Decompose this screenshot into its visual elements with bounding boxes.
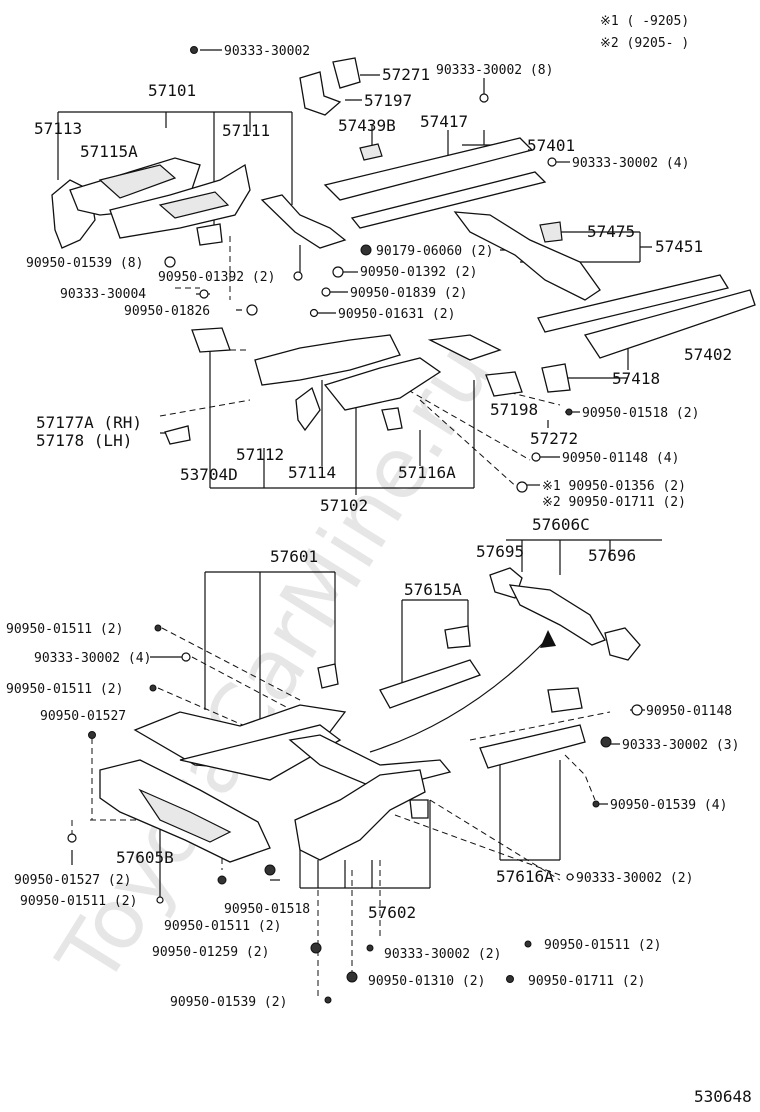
- label-90950-01539-2: 90950-01539 (2): [170, 995, 287, 1010]
- label-57401: 57401: [527, 136, 575, 155]
- dashed-lines-lower: [71, 627, 611, 1000]
- part-57616a-member: [479, 687, 586, 769]
- label-57602: 57602: [368, 903, 416, 922]
- label-90950-01511-b: 90950-01511 (2): [6, 682, 123, 697]
- notes: ※1 ( -9205) ※2 (9205- ): [600, 14, 689, 51]
- part-57116a-member: [323, 357, 442, 431]
- label-90950-01539-4: 90950-01539 (4): [610, 798, 727, 813]
- part-57439b-clip: [359, 143, 383, 161]
- label-90333-30002-4a: 90333-30002 (4): [572, 156, 689, 171]
- label-57113: 57113: [34, 119, 82, 138]
- label-57402: 57402: [684, 345, 732, 364]
- label-57272: 57272: [530, 429, 578, 448]
- note-2: ※2 (9205- ): [600, 36, 689, 51]
- label-90950-01839: 90950-01839 (2): [350, 286, 467, 301]
- part-57402-rocker-outer: [537, 274, 730, 333]
- label-57114: 57114: [288, 463, 336, 482]
- label-57111: 57111: [222, 121, 270, 140]
- label-90950-01518-2: 90950-01518 (2): [582, 406, 699, 421]
- part-57112-rear-side-member: [254, 334, 401, 386]
- label-57475: 57475: [587, 222, 635, 241]
- label-90950-01711a: ※2 90950-01711 (2): [542, 495, 686, 510]
- part-57602-floor-member: [294, 769, 429, 861]
- label-90950-01518-b: 90950-01518: [224, 902, 310, 917]
- label-90950-01392-2a: 90950-01392 (2): [158, 270, 275, 285]
- label-90333-30002-2a: 90333-30002 (2): [576, 871, 693, 886]
- label-90950-01631: 90950-01631 (2): [338, 307, 455, 322]
- arrow-indicator: [369, 630, 556, 753]
- label-53704d: 53704D: [180, 465, 238, 484]
- label-57601: 57601: [270, 547, 318, 566]
- label-57417: 57417: [420, 112, 468, 131]
- part-upper-panel-right: [427, 334, 502, 361]
- part-57115a-apron-member: [109, 163, 251, 246]
- label-57115a: 57115A: [80, 142, 138, 161]
- part-53704d-bracket: [191, 327, 231, 353]
- part-57605b-floor-pan: [99, 759, 271, 863]
- label-90950-01826: 90950-01826: [124, 304, 210, 319]
- label-57271: 57271: [382, 65, 430, 84]
- label-57606c: 57606C: [532, 515, 590, 534]
- label-90950-01539-8: 90950-01539 (8): [26, 256, 143, 271]
- label-57615a: 57615A: [404, 580, 462, 599]
- part-57114-plate: [295, 386, 321, 432]
- part-57111-member-extension: [260, 194, 347, 249]
- label-90950-01511-e: 90950-01511 (2): [544, 938, 661, 953]
- label-90333-30002-4b: 90333-30002 (4): [34, 651, 151, 666]
- label-90950-01392-2b: 90950-01392 (2): [360, 265, 477, 280]
- part-57197-bracket: [299, 71, 342, 116]
- label-90950-01310: 90950-01310 (2): [368, 974, 485, 989]
- label-57418: 57418: [612, 369, 660, 388]
- label-90950-01527-2: 90950-01527 (2): [14, 873, 131, 888]
- label-90950-01148-b: 90950-01148: [646, 704, 732, 719]
- label-90950-01511-a: 90950-01511 (2): [6, 622, 123, 637]
- label-57695: 57695: [476, 542, 524, 561]
- label-57439b: 57439B: [338, 116, 396, 135]
- part-57198-bracket: [485, 371, 523, 397]
- label-90950-01711-b: 90950-01711 (2): [528, 974, 645, 989]
- label-57198: 57198: [490, 400, 538, 419]
- label-57197: 57197: [364, 91, 412, 110]
- diagram-number: 530648: [694, 1087, 752, 1106]
- label-57102: 57102: [320, 496, 368, 515]
- part-57271-bracket: [332, 57, 361, 89]
- label-57178: 57178 (LH): [36, 431, 132, 450]
- part-57606c-crossmember: [508, 584, 606, 646]
- label-57116a: 57116A: [398, 463, 456, 482]
- label-90950-01148-4: 90950-01148 (4): [562, 451, 679, 466]
- label-57177a: 57177A (RH): [36, 413, 142, 432]
- part-labels: 90333-30002 57271 90333-30002 (8) 57101 …: [6, 44, 752, 1106]
- fasteners-lower: [67, 624, 643, 1004]
- label-90950-01511-c: 90950-01511 (2): [20, 894, 137, 909]
- label-90333-30002-8: 90333-30002 (8): [436, 63, 553, 78]
- label-57696: 57696: [588, 546, 636, 565]
- label-90333-30002-3: 90333-30002 (3): [622, 738, 739, 753]
- part-57615a-reinf: [379, 625, 481, 709]
- label-90950-01511-d: 90950-01511 (2): [164, 919, 281, 934]
- label-57101: 57101: [148, 81, 196, 100]
- part-57417-rocker-inner: [323, 137, 534, 201]
- part-57418-rocker-reinf: [583, 289, 756, 359]
- part-57177a-bracket: [164, 425, 191, 445]
- fasteners-upper: [164, 46, 573, 493]
- part-57451-crossmember: [453, 211, 601, 301]
- label-90333-30002-top: 90333-30002: [224, 44, 310, 59]
- label-90333-30004: 90333-30004: [60, 287, 146, 302]
- part-57696-bracket: [604, 627, 641, 661]
- label-57616a: 57616A: [496, 867, 554, 886]
- label-57112: 57112: [236, 445, 284, 464]
- part-57272-bracket: [541, 363, 571, 393]
- label-90950-01527-a: 90950-01527: [40, 709, 126, 724]
- label-90333-30002-2b: 90333-30002 (2): [384, 947, 501, 962]
- note-1: ※1 ( -9205): [600, 14, 689, 29]
- part-57401-rocker: [350, 171, 547, 229]
- label-90950-01259: 90950-01259 (2): [152, 945, 269, 960]
- label-57451: 57451: [655, 237, 703, 256]
- label-90179-06060: 90179-06060 (2): [376, 244, 493, 259]
- label-57605b: 57605B: [116, 848, 174, 867]
- label-90950-01356: ※1 90950-01356 (2): [542, 479, 686, 494]
